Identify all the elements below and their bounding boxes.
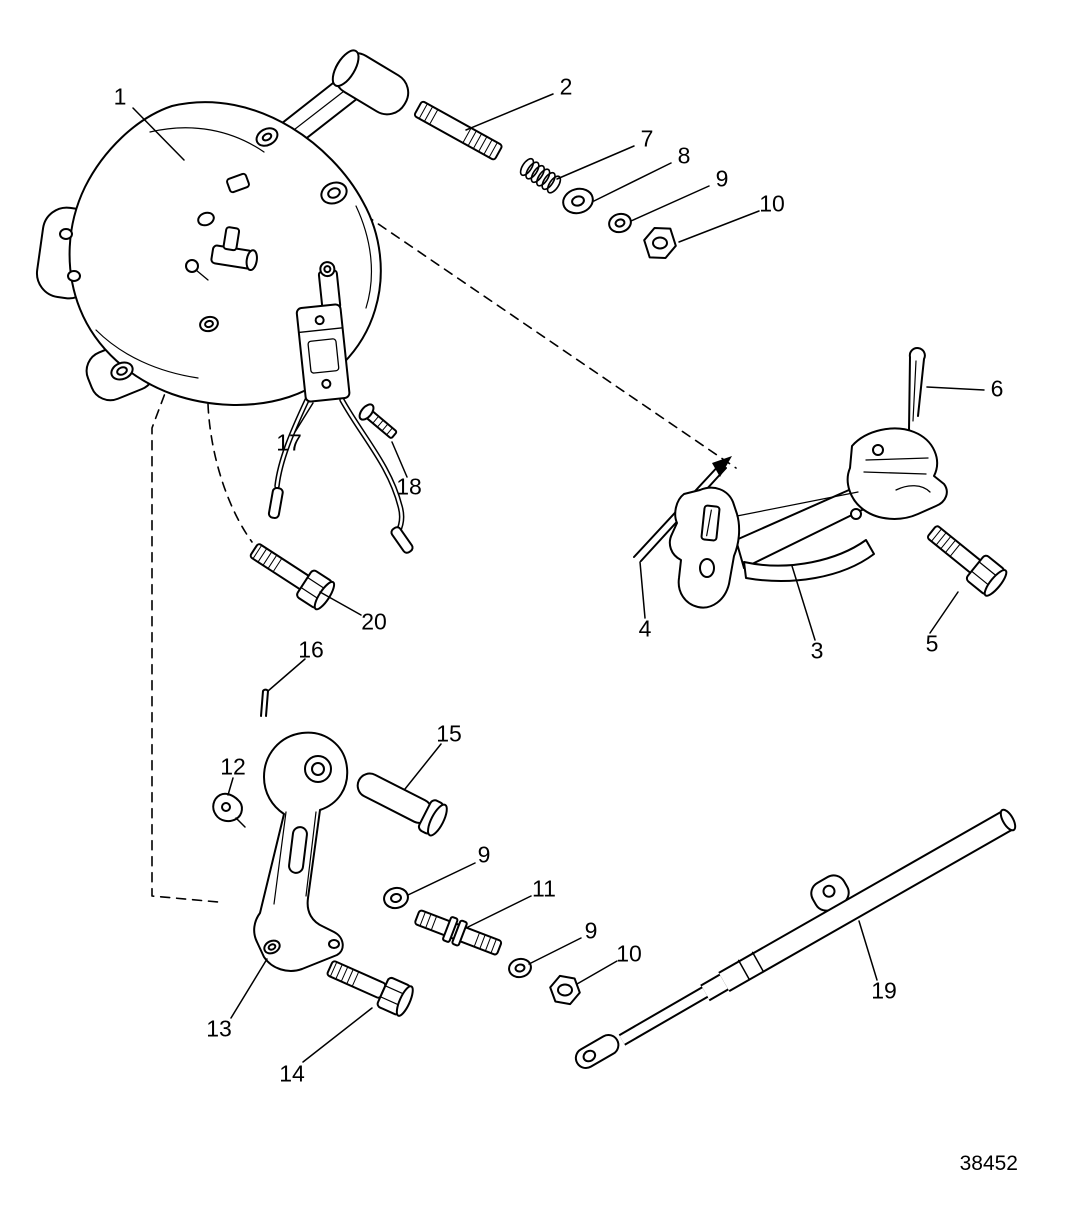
- assembly-alignment-dashes: [151, 205, 737, 903]
- callout-label-3: 3: [810, 637, 824, 664]
- leader-line: [593, 162, 672, 202]
- part-shift-cable: [574, 808, 1017, 1069]
- part-shift-bracket: [668, 427, 948, 609]
- part-clevis-pin: [356, 772, 448, 837]
- leader-line: [630, 185, 710, 222]
- leader-line: [791, 565, 816, 641]
- part-cotter-pin: [908, 347, 926, 431]
- callout-label-6: 6: [990, 375, 1004, 402]
- leader-line: [407, 862, 476, 896]
- part-washer-middle: [383, 886, 409, 910]
- leader-line: [465, 895, 532, 929]
- callout-label-12: 12: [220, 753, 246, 780]
- leader-line: [227, 777, 234, 796]
- callout-label-16: 16: [298, 636, 324, 663]
- callout-label-20: 20: [361, 608, 387, 635]
- leader-line: [404, 743, 442, 790]
- callout-label-5: 5: [925, 630, 939, 657]
- leader-line: [302, 1007, 373, 1063]
- leader-line: [132, 107, 185, 161]
- callout-label-10a: 10: [759, 190, 785, 217]
- callout-label-19: 19: [871, 977, 897, 1004]
- part-washer-upper: [608, 212, 632, 234]
- part-washer-lower: [508, 957, 532, 979]
- callout-label-7: 7: [640, 125, 654, 152]
- leader-line: [639, 561, 646, 619]
- callout-label-4: 4: [638, 615, 652, 642]
- leader-line: [926, 386, 985, 391]
- part-locknut-upper: [643, 227, 677, 259]
- figure-number: 38452: [959, 1152, 1018, 1175]
- part-mounting-plate: [35, 49, 410, 406]
- callout-label-9c: 9: [584, 917, 598, 944]
- part-pivot-bolt: [249, 543, 336, 611]
- part-shift-lever: [253, 731, 349, 972]
- part-bracket-bolt: [926, 525, 1008, 597]
- callout-label-13: 13: [206, 1015, 232, 1042]
- part-lever-bolt: [326, 960, 414, 1017]
- callout-label-1: 1: [113, 83, 127, 110]
- leader-line: [528, 937, 582, 965]
- callout-label-11: 11: [532, 875, 556, 902]
- part-shift-stud: [413, 100, 503, 161]
- part-shift-interrupt-switch: [267, 261, 414, 554]
- leader-line: [465, 93, 554, 131]
- leader-line: [576, 960, 618, 985]
- callout-label-14: 14: [279, 1060, 305, 1087]
- part-spring-clip: [212, 792, 246, 828]
- leader-line: [929, 591, 959, 634]
- leader-line: [230, 958, 268, 1019]
- callout-label-17: 17: [276, 429, 302, 456]
- callout-label-8: 8: [677, 142, 691, 169]
- part-roll-pin: [260, 688, 269, 717]
- part-switch-screw: [358, 403, 398, 439]
- callout-label-9a: 9: [715, 165, 729, 192]
- part-locknut-lower: [549, 974, 581, 1006]
- leader-line: [391, 441, 408, 478]
- callout-leader-lines: [132, 93, 985, 1063]
- part-washer-large: [562, 187, 594, 215]
- leader-line: [319, 591, 362, 616]
- callout-label-18: 18: [396, 473, 422, 500]
- leader-line: [858, 920, 878, 981]
- leader-line: [267, 658, 306, 692]
- part-spring: [519, 157, 562, 194]
- leader-line: [678, 210, 760, 243]
- leader-line: [556, 145, 635, 180]
- part-cable-stud: [414, 909, 503, 956]
- callout-label-9b: 9: [477, 841, 491, 868]
- callout-label-10b: 10: [616, 940, 642, 967]
- callout-label-15: 15: [436, 720, 462, 747]
- leader-line: [294, 402, 314, 433]
- callout-label-2: 2: [559, 73, 573, 100]
